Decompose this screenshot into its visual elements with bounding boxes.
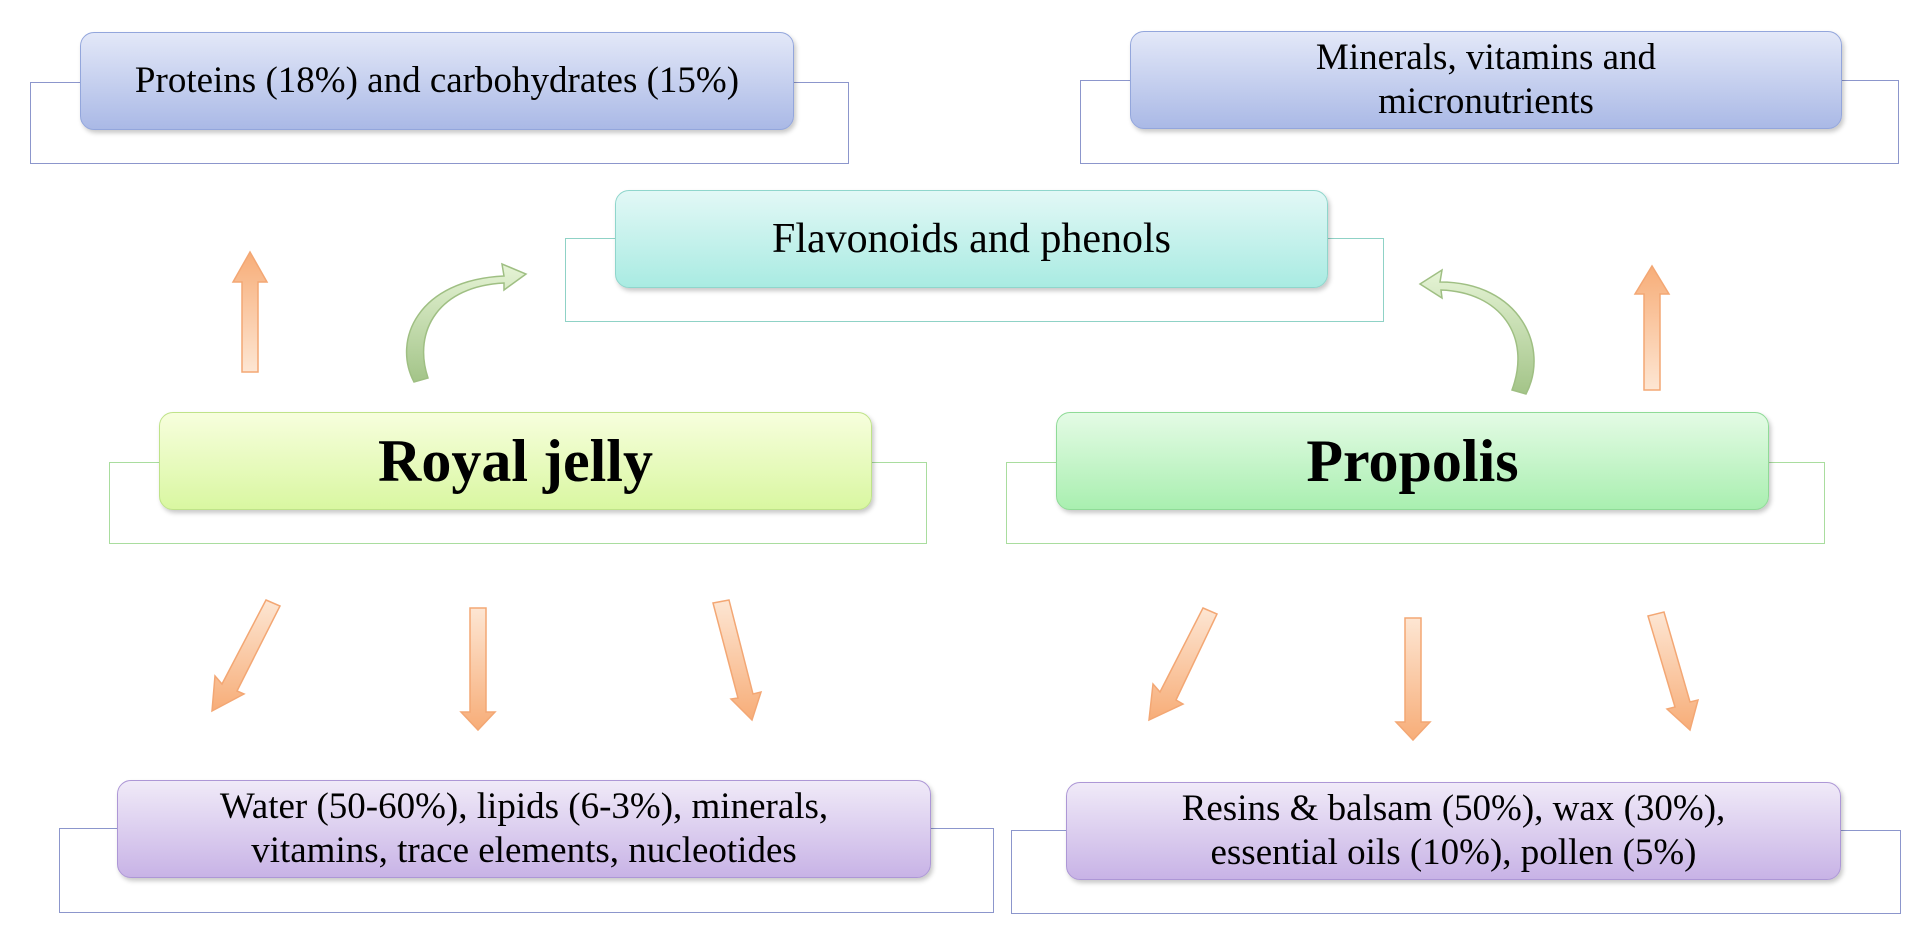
propolis-top-line-1: Minerals, vitamins and — [1315, 36, 1657, 78]
propolis-top-box: Minerals, vitamins and micronutrients — [1130, 31, 1842, 129]
propolis-bottom-box: Resins & balsam (50%), wax (30%), essent… — [1066, 782, 1841, 880]
arrow-down-propolis-right — [1647, 611, 1700, 732]
arrow-down-royal-right — [712, 599, 763, 722]
propolis-box: Propolis — [1056, 412, 1769, 510]
propolis-bottom-line-1: Resins & balsam (50%), wax (30%), — [1181, 787, 1726, 829]
royal-bottom-line-1: Water (50-60%), lipids (6-3%), minerals, — [219, 785, 829, 827]
royal-bottom-line-2: vitamins, trace elements, nucleotides — [251, 830, 797, 871]
arrow-up-propolis — [1633, 264, 1671, 391]
shared-compounds-text: Flavonoids and phenols — [772, 215, 1171, 262]
arrow-down-propolis-center — [1394, 617, 1432, 742]
propolis-title: Propolis — [1306, 428, 1519, 494]
arrow-up-royal — [231, 250, 269, 373]
royal-jelly-box: Royal jelly — [159, 412, 872, 510]
propolis-top-line-2: micronutrients — [1378, 81, 1594, 122]
royal-jelly-bottom-box: Water (50-60%), lipids (6-3%), minerals,… — [117, 780, 931, 878]
royal-jelly-title: Royal jelly — [378, 428, 653, 494]
arrow-down-propolis-left — [1148, 607, 1219, 722]
propolis-bottom-line-2: essential oils (10%), pollen (5%) — [1210, 832, 1697, 873]
royal-jelly-top-box: Proteins (18%) and carbohydrates (15%) — [80, 32, 794, 130]
curved-arrow-royal — [405, 262, 528, 383]
royal-top-text: Proteins (18%) and carbohydrates (15%) — [134, 59, 740, 101]
arrow-down-royal-center — [459, 607, 497, 732]
arrow-down-royal-left — [211, 599, 282, 713]
shared-compounds-box: Flavonoids and phenols — [615, 190, 1328, 288]
curved-arrow-propolis — [1418, 268, 1535, 395]
